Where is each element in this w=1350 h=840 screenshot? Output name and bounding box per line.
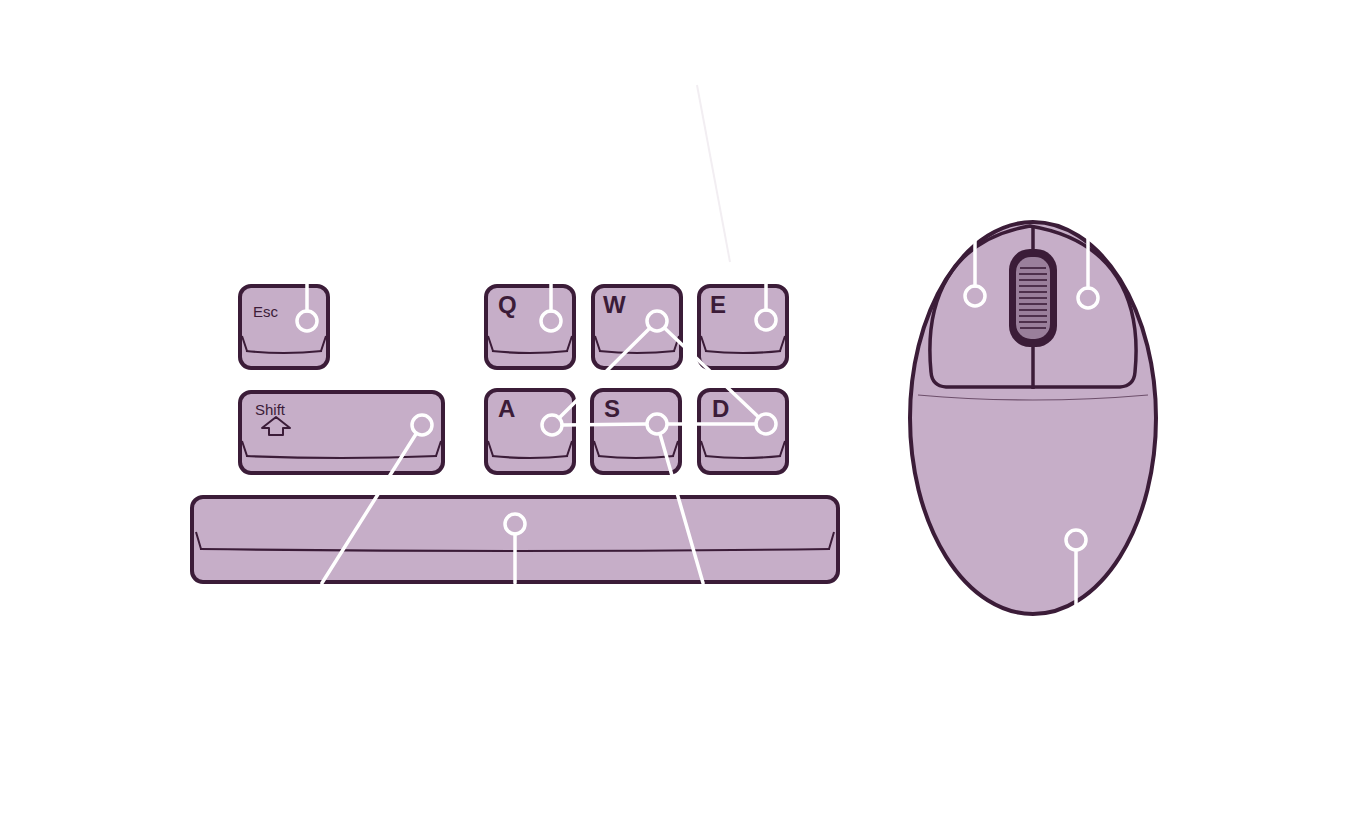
keycap: Shift	[238, 390, 445, 475]
key-label: A	[498, 397, 515, 421]
key-label: W	[603, 293, 626, 317]
key-label: E	[710, 293, 726, 317]
key-label: S	[604, 397, 620, 421]
keycap-shape	[484, 388, 576, 475]
keycap: S	[590, 388, 682, 475]
faint-stroke	[697, 85, 730, 262]
keycap: D	[697, 388, 789, 475]
spacebar	[192, 497, 838, 582]
keycap: A	[484, 388, 576, 475]
mouse	[910, 222, 1156, 614]
key-connector	[668, 422, 755, 426]
key-label: Q	[498, 293, 517, 317]
keycap-shape	[697, 388, 789, 475]
keycap: E	[697, 284, 789, 370]
key-label: D	[712, 397, 729, 421]
key-label: Shift	[255, 402, 285, 417]
keycap-shape	[238, 284, 330, 370]
keycap-shape	[484, 284, 576, 370]
keycap: Esc	[238, 284, 330, 370]
keycap: Q	[484, 284, 576, 370]
keycap-shape	[590, 388, 682, 475]
marker-circles	[297, 286, 1098, 550]
keycap: W	[591, 284, 683, 370]
key-label: Esc	[253, 304, 278, 319]
